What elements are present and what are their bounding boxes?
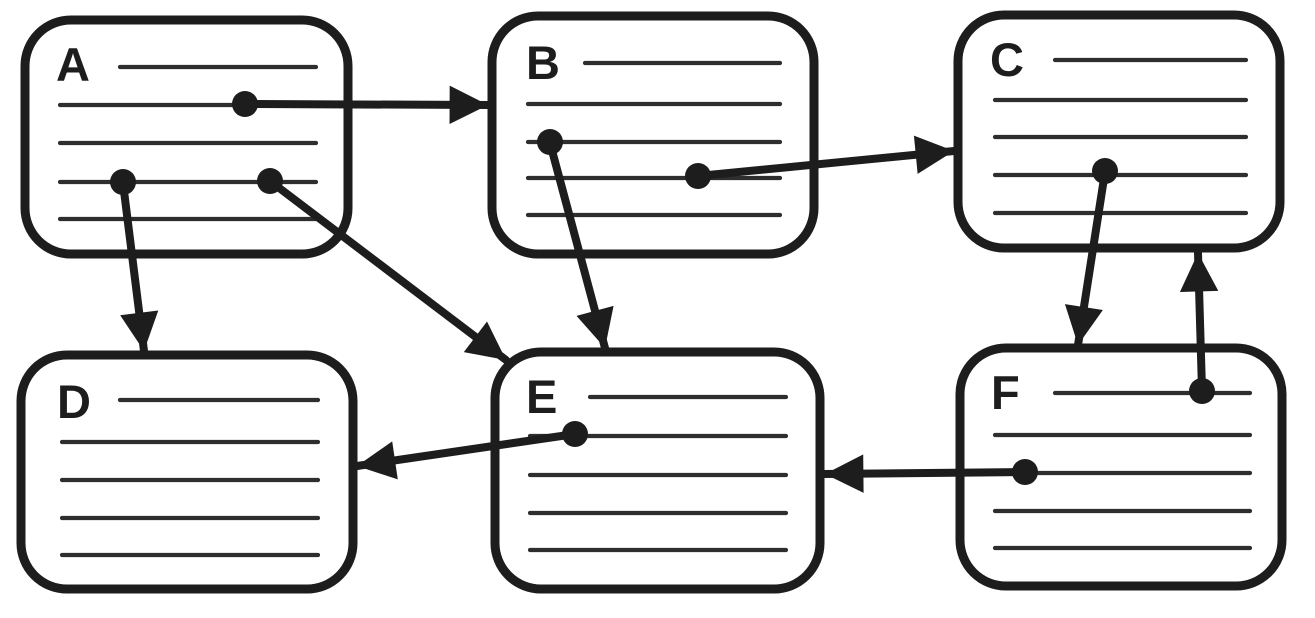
node-B-label: B: [526, 36, 561, 89]
anchor-dot-F-line3: [1012, 459, 1038, 485]
edge-A-to-D: [119, 179, 159, 355]
anchor-dot-E-line2: [562, 421, 588, 447]
node-D: D: [16, 350, 358, 594]
anchor-dot-F-line1: [1189, 378, 1215, 404]
document-page: [490, 347, 825, 594]
edge-C-to-F: [1064, 168, 1109, 349]
node-A-label: A: [56, 38, 91, 91]
anchor-dot-A-line4-left: [110, 169, 136, 195]
edge-F-to-C: [1179, 249, 1219, 394]
document-page: [953, 10, 1285, 253]
edge-E-to-D: [353, 430, 579, 480]
anchor-dot-B-line3: [537, 129, 563, 155]
anchor-dot-B-line4: [685, 163, 711, 189]
anchor-dot-C-line4: [1092, 158, 1118, 184]
edge-A-to-E: [266, 177, 510, 364]
anchor-dot-A-line2: [232, 91, 258, 117]
edge-F-to-E: [821, 454, 1029, 493]
node-D-label: D: [57, 375, 92, 428]
node-C-label: C: [990, 33, 1025, 86]
node-B: B: [487, 11, 819, 259]
link-edges: [119, 85, 1219, 493]
document-page: [20, 15, 353, 259]
node-A: A: [20, 15, 353, 259]
document-page: [955, 343, 1287, 591]
edge-B-to-E: [546, 139, 614, 352]
edge-A-to-B: [241, 85, 492, 125]
anchor-dot-A-line4-right: [257, 168, 283, 194]
node-C: C: [953, 10, 1285, 253]
node-E-label: E: [526, 370, 558, 423]
node-E: E: [490, 347, 825, 594]
node-F-label: F: [991, 366, 1021, 419]
document-page: [487, 11, 819, 259]
link-anchors: [110, 91, 1215, 485]
node-F: F: [955, 343, 1287, 591]
document-page: [16, 350, 358, 594]
edge-B-to-C: [694, 135, 958, 180]
